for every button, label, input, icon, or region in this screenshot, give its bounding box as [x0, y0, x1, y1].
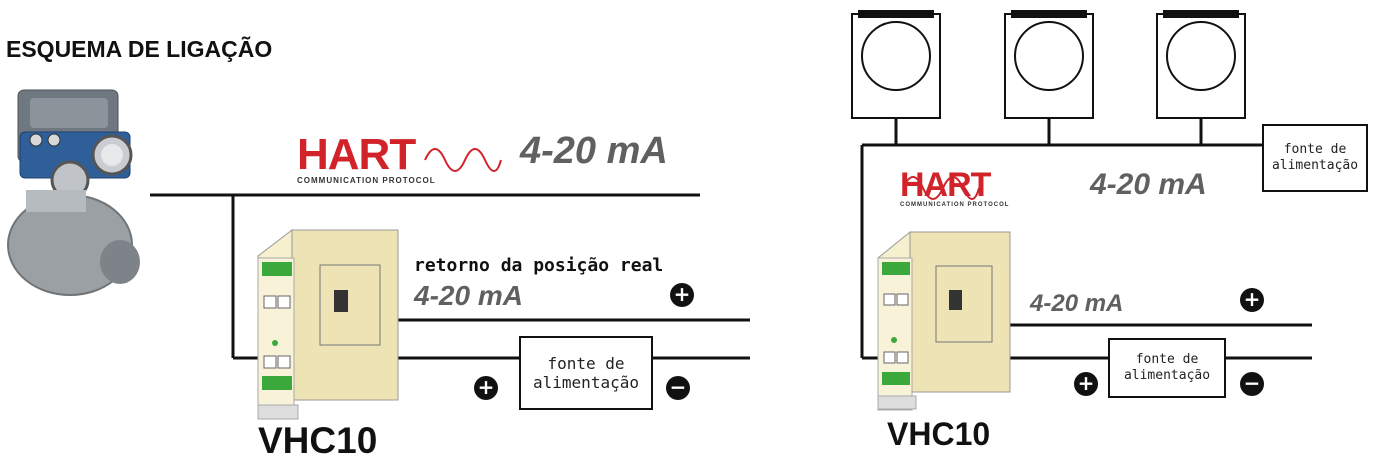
valve-positioner-illustration [7, 89, 140, 296]
signal-label-return: 4-20 mA [1030, 290, 1124, 317]
vhc10-module-right [877, 230, 1011, 411]
hart-logo: HART COMMUNICATION PROTOCOL [297, 130, 436, 185]
device-label: VHC10 [887, 416, 991, 452]
power-supply-line2: alimentação [1123, 368, 1211, 383]
minus-terminal-icon: − [666, 376, 690, 400]
power-supply-line2: alimentação [533, 373, 639, 392]
power-supply-line1: fonte de [1135, 352, 1199, 368]
vhc10-module-left [257, 228, 399, 420]
hart-logo: HART COMMUNICATION PROTOCOL [900, 166, 1009, 208]
signal-label-top: 4-20 mA [1090, 168, 1207, 201]
signal-label-top: 4-20 mA [520, 130, 668, 172]
transmitter-row [851, 10, 1246, 145]
power-supply-line2: alimentação [1271, 158, 1359, 173]
power-supply-line1: fonte de [1283, 142, 1347, 158]
device-label: VHC10 [258, 420, 378, 461]
hart-logo-subtitle: COMMUNICATION PROTOCOL [900, 202, 1010, 208]
hart-logo-word: HART [297, 130, 416, 179]
plus-terminal-icon: + [1240, 288, 1264, 312]
transmitter [1156, 10, 1246, 145]
plus-terminal-icon: + [670, 283, 694, 307]
power-supply-box: fonte de alimentação [1262, 124, 1368, 192]
power-supply-box: fonte de alimentação [1108, 338, 1226, 398]
minus-terminal-icon: − [1240, 372, 1264, 396]
transmitter [1004, 10, 1094, 145]
page-title: ESQUEMA DE LIGAÇÃO [6, 36, 273, 62]
hart-logo-word: HART [900, 166, 991, 204]
return-label: retorno da posição real [414, 255, 664, 276]
signal-label-return: 4-20 mA [414, 280, 523, 311]
plus-terminal-icon: + [1074, 372, 1098, 396]
plus-terminal-icon: + [474, 376, 498, 400]
power-supply-box: fonte de alimentação [519, 336, 653, 410]
power-supply-line1: fonte de [547, 353, 625, 373]
transmitter [851, 10, 941, 145]
hart-logo-subtitle: COMMUNICATION PROTOCOL [297, 176, 436, 185]
